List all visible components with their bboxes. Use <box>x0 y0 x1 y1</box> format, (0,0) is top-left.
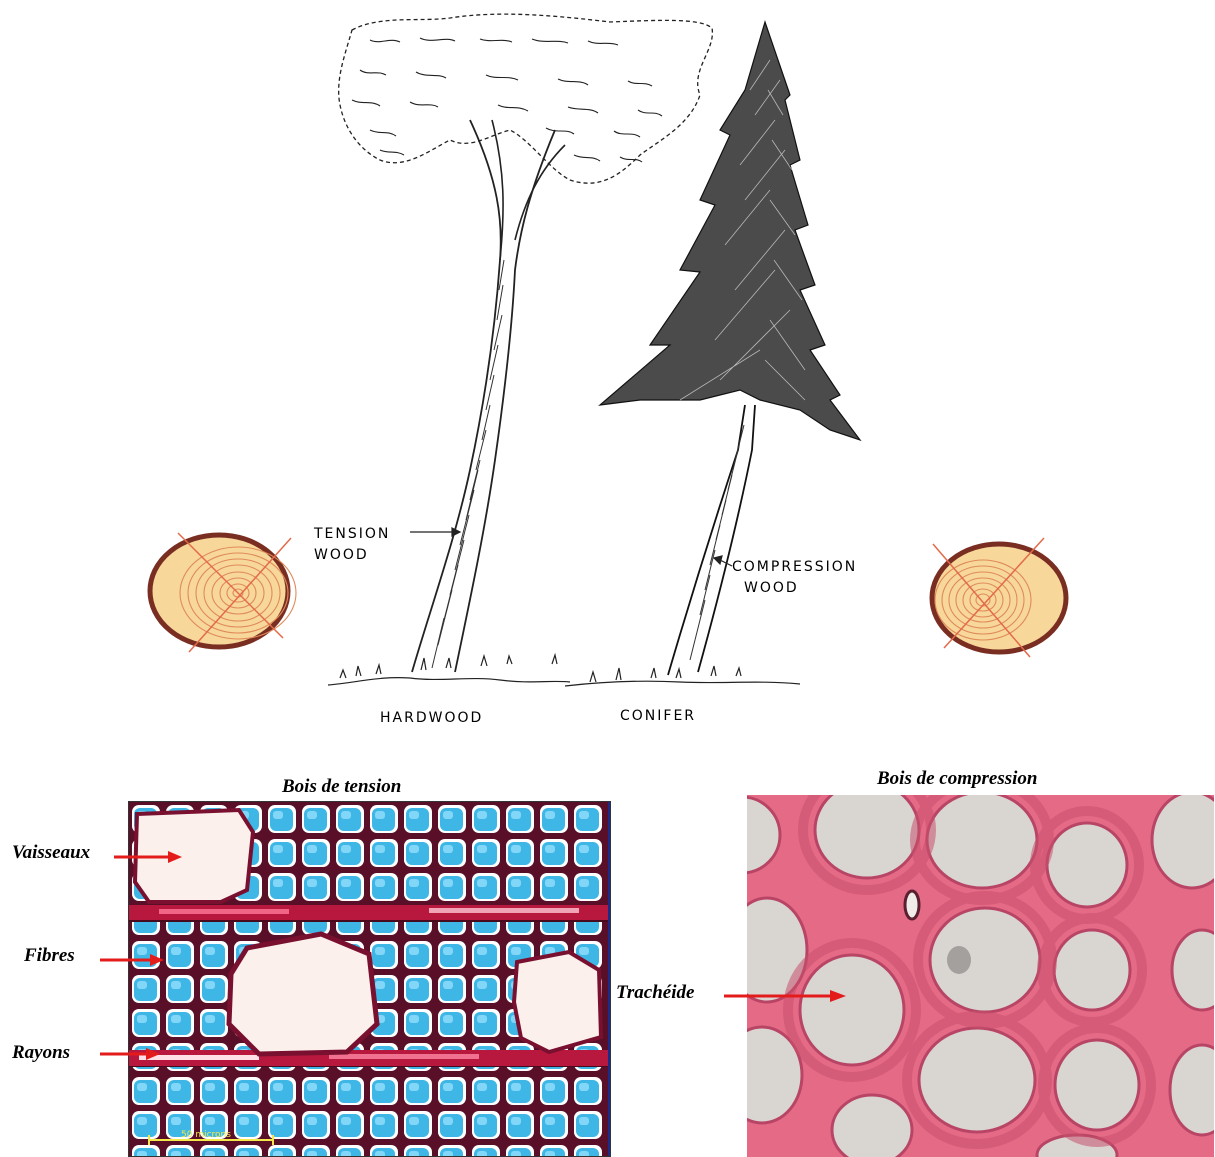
conifer-tree <box>600 22 860 675</box>
compression-wood-title: Bois de compression <box>877 768 1037 790</box>
rays-label: Rayons <box>12 1042 70 1064</box>
tension-wood-micrograph: 50 microns <box>128 801 611 1157</box>
compression-wood-micrograph <box>747 795 1214 1157</box>
hardwood-label: HARDWOOD <box>380 710 483 726</box>
tree-illustration: TENSION WOOD COMPRESSION WOOD HARDWOOD C… <box>0 0 1215 740</box>
hardwood-crown <box>339 14 713 183</box>
leader-lines <box>410 528 732 566</box>
compression-wood-label-line2: WOOD <box>744 580 799 596</box>
fibres-arrow <box>100 951 166 969</box>
tension-wood-label-line2: WOOD <box>314 547 369 563</box>
vessels-label: Vaisseaux <box>12 842 90 864</box>
compression-wood-label-line1: COMPRESSION <box>732 559 857 575</box>
fibres-label: Fibres <box>24 945 75 967</box>
rays-arrow <box>100 1045 162 1063</box>
compression-micrograph-image <box>747 795 1214 1157</box>
ground <box>328 655 800 686</box>
compression-log-cross-section <box>932 538 1066 657</box>
tension-micrograph-image: 50 microns <box>129 802 610 1156</box>
tracheid-label: Trachéide <box>616 982 694 1004</box>
conifer-label: CONIFER <box>620 708 696 724</box>
vessels-arrow <box>114 848 184 866</box>
tracheid-arrow <box>724 987 848 1005</box>
tension-wood-title: Bois de tension <box>282 776 401 798</box>
scale-bar-label: 50 microns <box>181 1130 231 1140</box>
tension-wood-label-line1: TENSION <box>313 526 390 542</box>
tension-log-cross-section <box>150 533 296 652</box>
